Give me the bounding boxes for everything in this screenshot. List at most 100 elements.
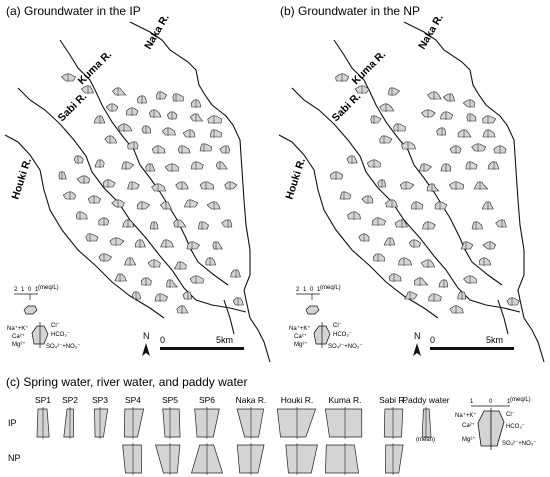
stiff-diagram-marker (394, 219, 408, 228)
stiff-diagram-marker (87, 195, 102, 204)
sabi-river-label: Sabi R. (56, 90, 90, 124)
stiff-diagram-marker (398, 257, 413, 266)
stiff-diagram-marker (473, 181, 489, 190)
c-scale-tick-0: 0 (489, 399, 493, 405)
stiff-diagram-marker (449, 145, 462, 154)
stiff-diagram-marker (137, 201, 151, 210)
panel-c-legend: 1 0 1 (meq/L) Na⁺+K⁺ Ca²⁺ Mg²⁺ Cl⁻ HCO₃⁻… (455, 397, 536, 450)
panel-c-title: (c) Spring water, river water, and paddy… (6, 375, 247, 389)
scale-unit-b: (meq/L) (320, 285, 341, 291)
stiff-diagram-marker (104, 135, 118, 144)
stiff-diagram-marker (85, 233, 99, 242)
stiff-diagram-marker (440, 111, 454, 120)
stiff-diagram-marker (471, 221, 483, 230)
panel-a-stiff-diagrams (58, 73, 244, 314)
legend-mg: Mg²⁺ (12, 341, 26, 348)
north-arrow-icon (142, 343, 150, 356)
stiff-diagram-marker (206, 201, 221, 210)
site-label: Paddy water (402, 395, 449, 405)
stiff-diagram-marker (434, 201, 448, 210)
stiff-diagram-marker (411, 201, 424, 210)
stiff-diagram-marker (127, 141, 139, 150)
stiff-diagram-marker (495, 219, 507, 228)
site-label: Naka R. (236, 395, 267, 405)
site-label: SP1 (35, 395, 51, 405)
stiff-diagram-marker (339, 191, 352, 200)
naka-river-line-b (403, 21, 545, 363)
scale-tick-1a: 1 (21, 287, 25, 293)
stiff-diagram-marker (151, 183, 167, 192)
scale-unit: (meq/L) (38, 285, 59, 291)
stiff-diagram-marker (162, 127, 176, 136)
site-label: SP6 (199, 395, 215, 405)
panel-b-stiff-diagrams (329, 73, 520, 314)
stiff-diagram-marker (117, 123, 133, 132)
stiff-diagram-marker (379, 103, 395, 112)
np-site-diagram (385, 444, 404, 474)
c-legend-na-k: Na⁺+K⁺ (455, 412, 477, 419)
houki-river-line-b (278, 134, 439, 319)
stiff-diagram-marker (182, 291, 192, 300)
stiff-diagram-marker (121, 161, 135, 170)
stiff-diagram-marker (462, 99, 476, 108)
sabi-river-line (17, 87, 247, 313)
panel-a-title: (a) Groundwater in the IP (6, 4, 141, 18)
stiff-diagram-marker (388, 87, 400, 96)
stiff-diagram-marker (466, 113, 477, 122)
panel-c-stiff-diagrams (36, 407, 432, 475)
c-scale-unit: (meq/L) (510, 397, 531, 403)
scale-tick-2-b: 2 (296, 287, 300, 293)
stiff-diagram-marker (436, 127, 447, 136)
scale-zero-label: 0 (160, 335, 165, 345)
stiff-diagram-marker (160, 239, 174, 248)
stiff-diagram-marker (408, 239, 421, 248)
stiff-diagram-marker (114, 273, 127, 282)
stiff-diagram-marker (419, 163, 432, 172)
np-site-diagram (325, 444, 359, 474)
stiff-diagram-marker (442, 93, 455, 102)
naka-river-label-b: Naka R. (416, 12, 446, 51)
ip-site-diagram (123, 408, 145, 438)
stiff-diagram-marker (80, 85, 94, 94)
panel-a-map-scale: N 0 5km (142, 331, 244, 356)
stiff-diagram-marker (182, 129, 196, 138)
panel-a-scale-legend: 2 1 0 1 (meq/L) (14, 285, 59, 315)
stiff-diagram-marker (60, 73, 77, 82)
stiff-diagram-marker (219, 145, 230, 154)
paddy-mean-label: (mean) (416, 437, 435, 443)
stiff-diagram-marker (393, 123, 406, 132)
np-site-diagram (285, 444, 318, 474)
stiff-diagram-marker (98, 253, 113, 262)
ip-site-diagram (324, 408, 363, 438)
stiff-diagram-marker (482, 129, 496, 138)
site-label: SP3 (92, 395, 108, 405)
stiff-diagram-marker (127, 181, 140, 190)
panel-b-scale-legend: 2 1 0 1 (meq/L) (296, 285, 341, 315)
ip-site-diagram (63, 408, 74, 438)
stiff-diagram-marker (457, 291, 466, 300)
stiff-diagram-marker (156, 91, 168, 100)
legend-ca: Ca²⁺ (12, 333, 25, 340)
stiff-diagram-marker (371, 217, 386, 226)
scale-zero-label-b: 0 (430, 335, 435, 345)
scale-example-glyph-b (305, 305, 320, 315)
legend-so4-b: SO₄²⁻+NO₃⁻ (328, 344, 362, 350)
scale-bar (160, 347, 244, 350)
stiff-diagram-marker (177, 145, 191, 154)
c-legend-hco3: HCO₃⁻ (506, 424, 525, 430)
stiff-diagram-marker (173, 219, 187, 228)
stiff-diagram-marker (199, 143, 213, 152)
legend-hco3: HCO₃⁻ (51, 332, 70, 338)
stiff-diagram-marker (176, 305, 189, 314)
boundary-line-b (497, 299, 509, 335)
ip-site-diagram (162, 408, 181, 438)
scale-distance-label: 5km (216, 335, 233, 345)
stiff-diagram-marker (62, 191, 76, 200)
stiff-diagram-marker (215, 161, 228, 170)
c-legend-mg: Mg²⁺ (462, 436, 476, 443)
scale-distance-label-b: 5km (486, 335, 503, 345)
site-label: Kuma R. (328, 395, 361, 405)
stiff-diagram-marker (141, 125, 152, 134)
